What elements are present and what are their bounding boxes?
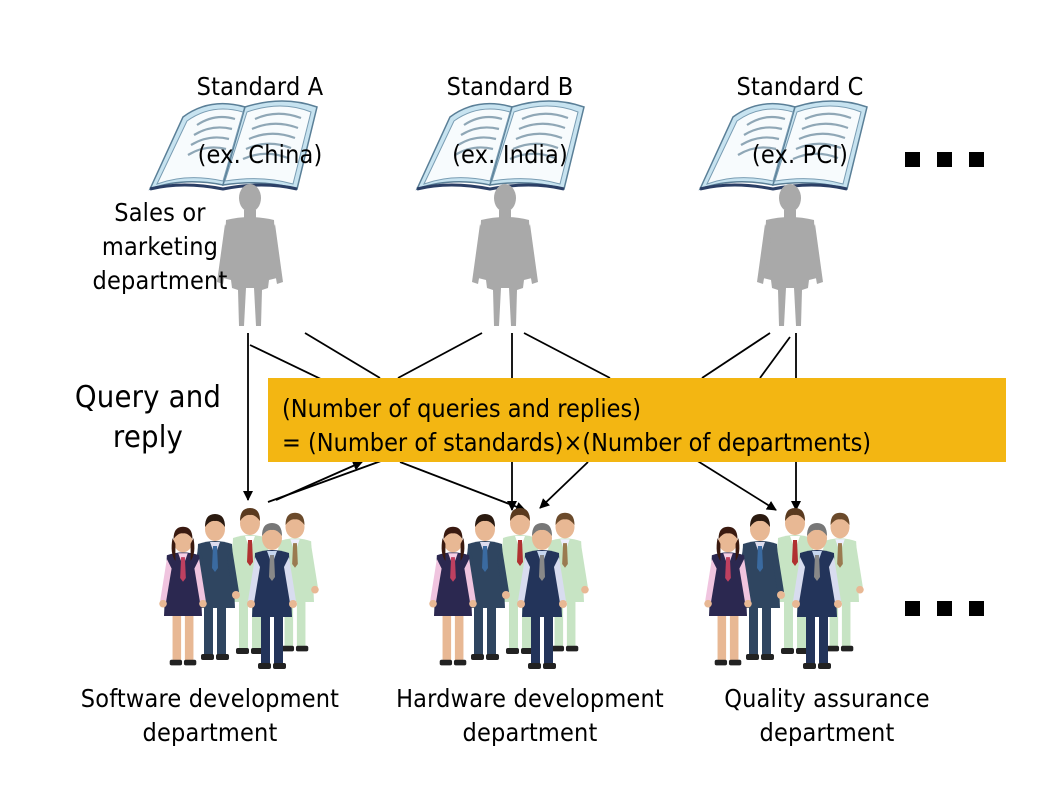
sales-marketing-label: Sales or marketing department xyxy=(92,198,228,295)
query-arrow xyxy=(701,332,771,379)
formula-line-1: (Number of queries and replies) xyxy=(282,394,641,423)
team-member-figure xyxy=(704,526,752,666)
standard-a-name: Standard A xyxy=(196,72,324,101)
query-arrow xyxy=(759,336,791,379)
team-member-figure xyxy=(517,523,567,669)
formula-line-2: = (Number of standards)×(Number of depar… xyxy=(282,428,872,457)
formula-box: (Number of queries and replies) = (Numbe… xyxy=(268,378,1006,462)
software-dept-label: Software development department xyxy=(80,684,340,747)
query-arrow xyxy=(523,332,611,379)
query-arrow xyxy=(304,332,381,379)
query-arrow xyxy=(275,461,363,501)
query-arrow xyxy=(397,332,483,379)
team-member-figure xyxy=(460,514,510,660)
team-member-figure xyxy=(429,526,477,666)
standard-b-example: (ex. India) xyxy=(452,140,568,169)
quality-dept-label: Quality assurance department xyxy=(724,684,930,747)
business-team-icon xyxy=(429,508,589,669)
more-standards-ellipsis-icon xyxy=(905,152,984,167)
department-teams xyxy=(159,508,864,669)
standard-b-label: Standard B (ex. India) xyxy=(411,36,609,206)
more-departments-ellipsis-icon xyxy=(905,601,984,616)
query-and-reply-label: Query and reply xyxy=(74,380,222,455)
hardware-dept-label: Hardware development department xyxy=(396,684,664,747)
team-member-figure xyxy=(247,523,297,669)
standard-a-label: Standard A (ex. China) xyxy=(161,36,359,206)
standard-c-label: Standard C (ex. PCI) xyxy=(701,36,899,206)
business-team-icon xyxy=(159,508,319,669)
standard-c-name: Standard C xyxy=(736,72,864,101)
query-arrow xyxy=(539,461,589,509)
team-member-figure xyxy=(159,526,207,666)
standard-b-name: Standard B xyxy=(446,72,574,101)
query-arrow xyxy=(399,461,526,512)
standard-c-example: (ex. PCI) xyxy=(751,140,849,169)
business-team-icon xyxy=(704,508,864,669)
standard-a-example: (ex. China) xyxy=(197,140,323,169)
team-member-figure xyxy=(792,523,842,669)
team-member-figure xyxy=(190,514,240,660)
